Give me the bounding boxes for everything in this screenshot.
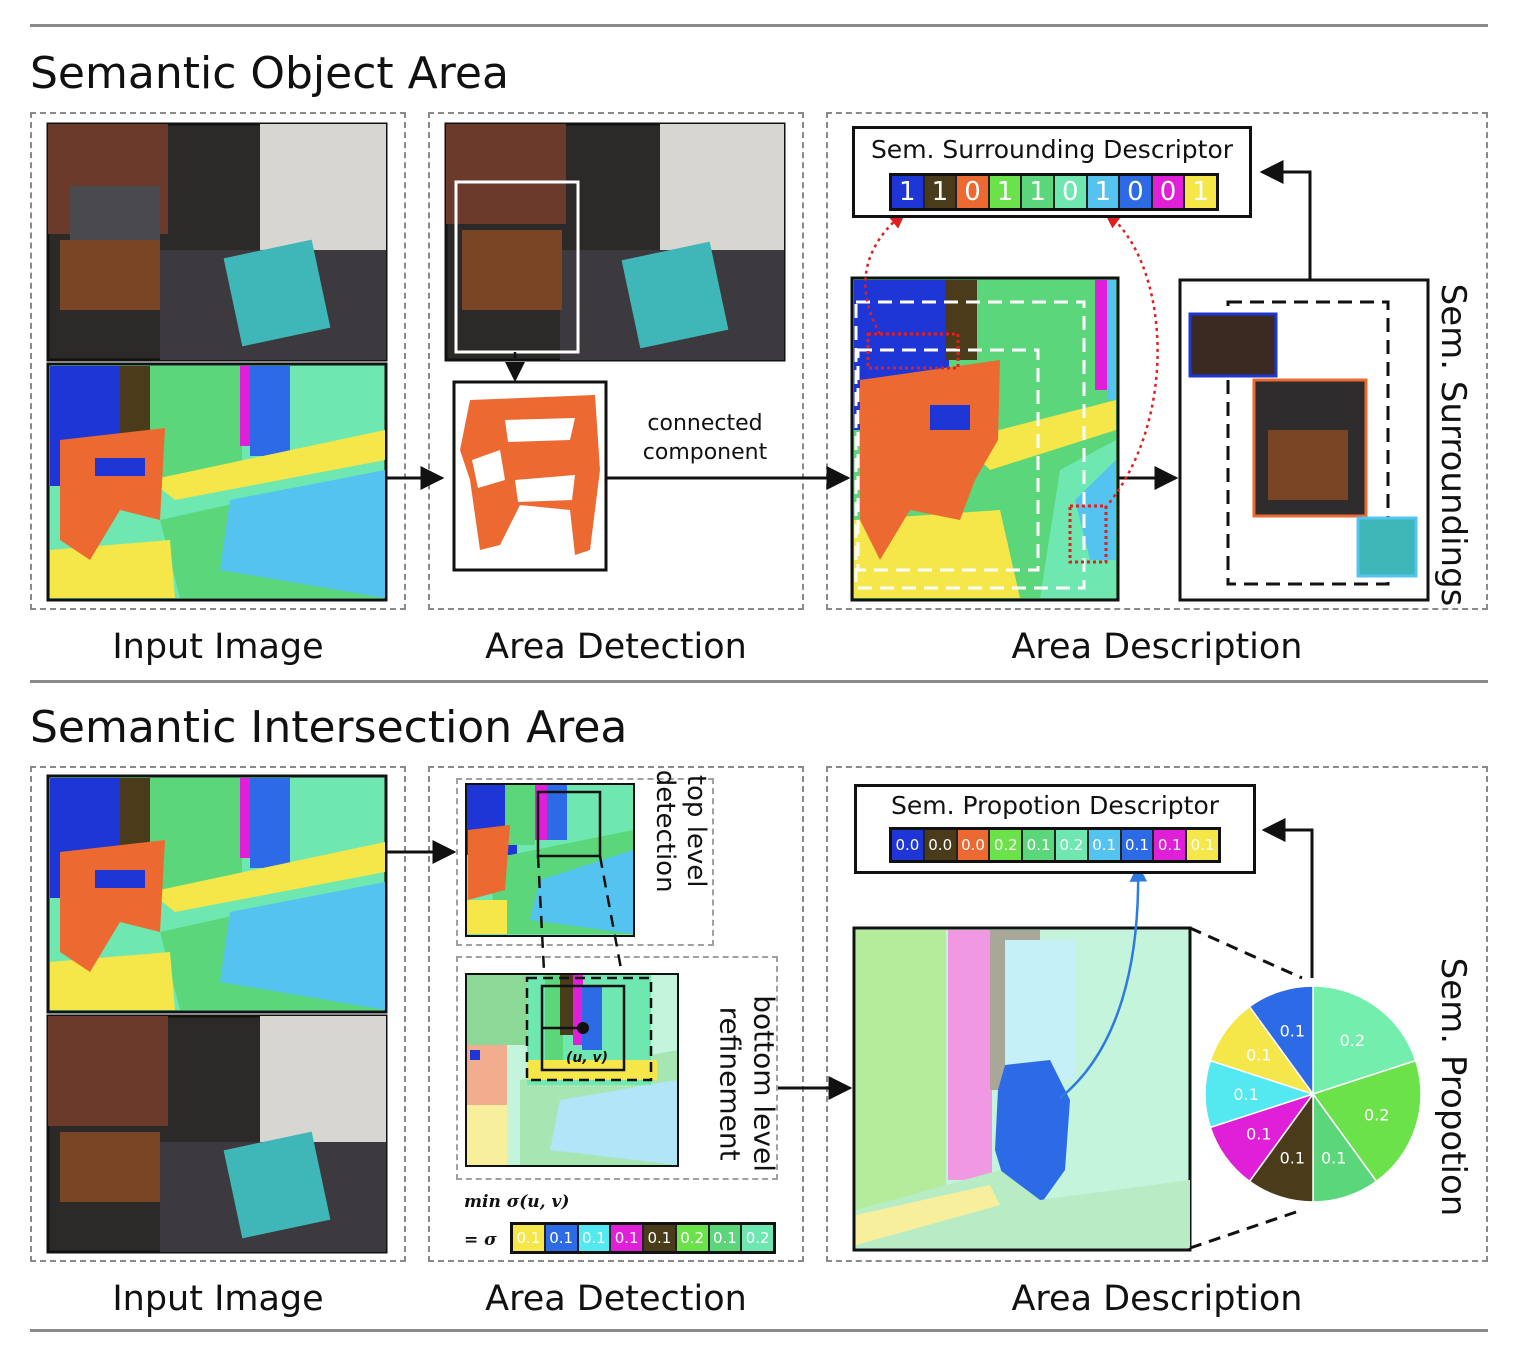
descriptor-cell: 1: [989, 176, 1023, 208]
input-image-panel: [30, 112, 406, 610]
top-level-detection-box: [456, 778, 714, 946]
descriptor-cell: 0: [1152, 176, 1186, 208]
descriptor-cell: 0.0: [957, 830, 991, 860]
descriptor-cell: 0.2: [990, 830, 1024, 860]
caption-area-description-top: Area Description: [1011, 627, 1303, 667]
caption-area-detection-top: Area Detection: [485, 627, 747, 667]
descriptor-cell: 0.2: [742, 1225, 773, 1251]
section-title-object-area: Semantic Object Area: [30, 48, 509, 99]
uv-label: (u, v): [566, 1050, 609, 1066]
descriptor-cell: 0: [1054, 176, 1088, 208]
descriptor-cell: 0.1: [611, 1225, 644, 1251]
descriptor-cell: 0.1: [578, 1225, 612, 1251]
descriptor-cell: 1: [1185, 176, 1216, 208]
edge-label-line2: component: [642, 439, 768, 465]
descriptor-cell: 0.1: [1121, 830, 1155, 860]
area-detection-panel: [428, 112, 804, 610]
descriptor-cell: 0.2: [1055, 830, 1089, 860]
bottom-level-refinement-label: bottom level refinement: [713, 984, 781, 1184]
descriptor-cell: 0.1: [644, 1225, 677, 1251]
descriptor-cell: 0.1: [513, 1225, 546, 1251]
section-title-intersection-area: Semantic Intersection Area: [30, 702, 628, 753]
area-description-panel-bottom: [826, 766, 1488, 1262]
sem-surroundings-label: Sem. Surroundings: [1433, 283, 1473, 607]
descriptor-cell: 0.1: [1023, 830, 1056, 860]
descriptor-cell: 0.0: [924, 830, 958, 860]
input-image-panel-bottom: [30, 766, 406, 1262]
top-level-detection-label: top level detection: [649, 751, 711, 911]
descriptor-cell: 0.1: [545, 1225, 579, 1251]
descriptor-cell: 0.1: [1187, 830, 1218, 860]
area-detection-panel-bottom: [428, 766, 804, 1262]
caption-area-description-bottom: Area Description: [1011, 1279, 1303, 1319]
top-level-line1: top level: [681, 774, 712, 888]
area-description-panel: [826, 112, 1488, 610]
top-level-line2: detection: [650, 769, 680, 893]
proportion-descriptor-title: Sem. Propotion Descriptor: [890, 791, 1220, 820]
descriptor-cell: 1: [924, 176, 958, 208]
bottom-level-line2: refinement: [714, 1006, 747, 1161]
bottom-level-line1: bottom level: [747, 995, 781, 1172]
bottom-rule: [30, 1329, 1488, 1332]
connected-component-label: connected component: [625, 410, 785, 467]
caption-area-detection-bottom: Area Detection: [485, 1279, 747, 1319]
caption-input-image-top: Input Image: [112, 627, 324, 667]
descriptor-cell: 0.2: [676, 1225, 710, 1251]
descriptor-cell: 0.0: [892, 830, 925, 860]
formula-line2: = σ: [464, 1230, 497, 1250]
descriptor-cell: 0.1: [709, 1225, 743, 1251]
edge-label-line1: connected: [647, 411, 763, 436]
middle-rule: [30, 680, 1488, 683]
descriptor-cell: 1: [892, 176, 925, 208]
sem-propotion-label: Sem. Propotion: [1433, 957, 1473, 1217]
surrounding-descriptor-title: Sem. Surrounding Descriptor: [870, 135, 1234, 164]
descriptor-cell: 0.1: [1088, 830, 1122, 860]
descriptor-cell: 1: [1087, 176, 1121, 208]
descriptor-cell: 1: [1022, 176, 1055, 208]
formula-line1: min σ(u, v): [464, 1192, 570, 1212]
descriptor-cell: 0.1: [1154, 830, 1188, 860]
descriptor-cell: 0: [957, 176, 990, 208]
descriptor-cell: 0: [1120, 176, 1153, 208]
top-rule: [30, 24, 1488, 27]
caption-input-image-bottom: Input Image: [112, 1279, 324, 1319]
